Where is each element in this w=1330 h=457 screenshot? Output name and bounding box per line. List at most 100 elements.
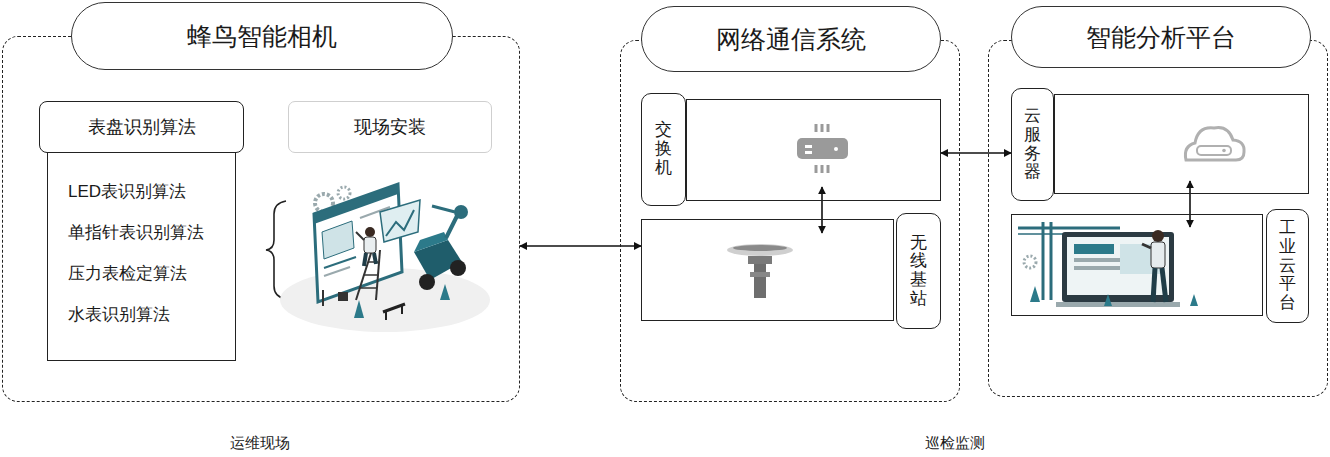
drawing-part: [1056, 302, 1180, 307]
drawing-part: [1185, 128, 1244, 161]
connector-arrow: [821, 187, 823, 233]
installation-illustration: [280, 184, 490, 332]
list-item: 压力表检定算法: [68, 263, 235, 285]
icon-box: [641, 219, 894, 321]
drawing-part: [338, 187, 350, 199]
drawing-part: [338, 292, 348, 301]
list-box: LED表识别算法单指针表识别算法压力表检定算法水表识别算法: [47, 153, 236, 361]
drawing-part: [827, 124, 830, 132]
drawing-part: [322, 221, 354, 259]
drawing-part: [1152, 230, 1164, 242]
drawing-part: [733, 245, 787, 251]
component-box: 现场安装: [288, 101, 492, 153]
side-tab: 交换机: [641, 93, 686, 206]
drawing-part: [314, 184, 402, 302]
drawing-part: [414, 232, 448, 252]
drawing-part: [1074, 266, 1124, 270]
vertical-label: 工业云平台: [1279, 219, 1296, 312]
drawing-part: [805, 151, 812, 154]
drawing-part: [1074, 244, 1114, 254]
icon-box: [686, 99, 941, 201]
base-station-icon: [727, 244, 793, 298]
group-region: 智能分析平台云服务器工业云平台: [988, 40, 1328, 397]
region-title: 智能分析平台: [1086, 21, 1236, 54]
drawing-part: [364, 237, 376, 253]
drawing-part: [385, 312, 387, 320]
side-tab: 无线基站: [896, 213, 941, 329]
connector-arrow: [1189, 181, 1191, 227]
list-item: 水表识别算法: [68, 304, 235, 326]
drawing-part: [450, 260, 466, 276]
drawing-part: [324, 267, 350, 276]
drawing-part: [354, 300, 364, 318]
group-region: 网络通信系统交换机无线基站: [620, 40, 960, 402]
platform-illustration: [1018, 222, 1198, 307]
component-box: 工业云平台: [1011, 209, 1309, 323]
drawing-part: [454, 205, 468, 219]
drawing-part: [1151, 242, 1165, 268]
title-pill: 网络通信系统: [641, 6, 941, 72]
component-box: 交换机: [641, 93, 941, 206]
drawing-part: [419, 274, 435, 290]
drawing-part: [440, 284, 450, 300]
drawing-part: [805, 145, 812, 148]
list-item: 单指针表识别算法: [68, 222, 235, 244]
drawing-part: [1162, 268, 1166, 302]
drawing-part: [374, 253, 376, 264]
vertical-label: 交换机: [655, 121, 672, 177]
drawing-part: [324, 257, 356, 268]
area-label: 运维现场: [230, 434, 290, 453]
drawing-part: [821, 165, 824, 173]
drawing-part: [1104, 294, 1112, 306]
drawing-part: [797, 138, 848, 159]
cloud-icon: [1185, 128, 1244, 161]
drawing-part: [364, 253, 366, 266]
drawing-part: [827, 165, 830, 173]
drawing-part: [365, 227, 375, 237]
list-item: LED表识别算法: [68, 181, 235, 203]
component-box: 表盘识别算法 LED表识别算法单指针表识别算法压力表检定算法水表识别算法: [39, 101, 244, 361]
drawing-part: [360, 287, 376, 289]
title-pill: 蜂鸟智能相机: [71, 2, 453, 70]
header-box: 表盘识别算法: [39, 101, 244, 153]
component-box: 无线基站: [641, 213, 941, 329]
drawing-part: [815, 124, 818, 132]
drawing-part: [1153, 268, 1155, 302]
drawing-part: [750, 272, 770, 277]
drawing-part: [432, 206, 455, 212]
drawing-part: [1018, 227, 1120, 230]
drawing-part: [754, 264, 766, 298]
drawing-part: [1142, 244, 1151, 248]
side-tab: 云服务器: [1011, 88, 1054, 201]
curly-bracket: [266, 201, 286, 299]
area-label: 巡检监测: [925, 434, 985, 453]
connector-arrow: [941, 152, 1011, 154]
drawing-part: [322, 290, 324, 306]
side-tab: 工业云平台: [1266, 209, 1309, 323]
drawing-part: [1062, 232, 1174, 302]
box-label: 现场安装: [354, 115, 426, 139]
drawing-part: [380, 200, 420, 242]
drawing-part: [821, 124, 824, 132]
drawing-part: [1030, 286, 1040, 302]
drawing-part: [1190, 294, 1198, 306]
region-title: 网络通信系统: [716, 23, 866, 56]
vertical-label: 云服务器: [1024, 107, 1041, 182]
group-region: 蜂鸟智能相机表盘识别算法LED表识别算法单指针表识别算法压力表检定算法水表识别算…: [2, 36, 520, 402]
region-title: 蜂鸟智能相机: [187, 20, 337, 53]
drawing-part: [364, 274, 377, 276]
vertical-label: 无线基站: [910, 234, 927, 309]
drawing-part: [1222, 149, 1226, 153]
switch-icon: [797, 124, 848, 173]
drawing-part: [386, 210, 414, 236]
title-pill: 智能分析平台: [1011, 6, 1311, 68]
drawing-part: [834, 147, 838, 151]
icon-box: [1011, 214, 1263, 316]
section-heading: 表盘识别算法: [88, 115, 196, 139]
drawing-part: [1024, 256, 1036, 268]
icon-box: [1054, 94, 1309, 194]
drawing-part: [401, 305, 403, 314]
drawing-part: [727, 244, 793, 256]
